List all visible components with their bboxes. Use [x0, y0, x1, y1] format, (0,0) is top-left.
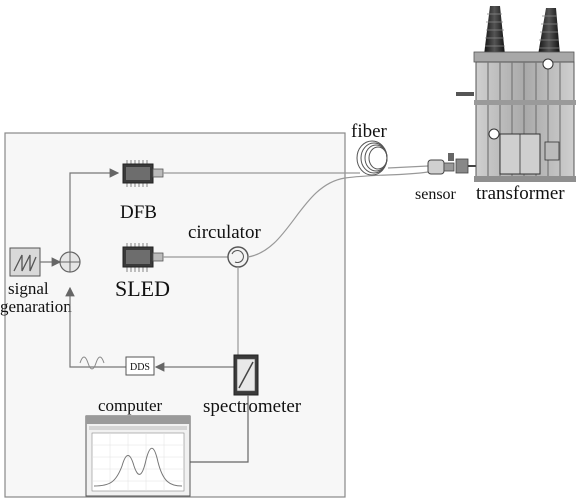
transformer-label: transformer	[476, 183, 565, 204]
fiber-label: fiber	[351, 121, 388, 142]
dds-to-adder-line	[65, 286, 128, 368]
adder-to-dfb-line	[69, 168, 120, 252]
computer-label: computer	[98, 396, 163, 415]
dfb-label: DFB	[120, 202, 157, 223]
sensor-device	[427, 153, 478, 175]
dds-box	[125, 356, 155, 376]
circulator-to-sensor-fiber	[247, 171, 429, 258]
circulator-device	[227, 246, 249, 268]
circulator-label: circulator	[188, 222, 261, 243]
spectrometer-device	[233, 354, 259, 396]
coil-to-sensor-fiber	[387, 165, 429, 169]
signal-generation-label-2: genaration	[0, 297, 72, 316]
signal-generation-label: signal	[8, 279, 49, 298]
sled-device	[122, 243, 164, 272]
spectrometer-label: spectrometer	[203, 396, 302, 417]
spectrometer-to-computer-line	[190, 395, 249, 463]
adder-junction	[59, 251, 81, 273]
fiber-coil	[356, 140, 388, 176]
computer-screen	[85, 415, 191, 497]
sensor-label: sensor	[415, 186, 457, 203]
dfb-laser-device	[122, 160, 164, 187]
sled-label: SLED	[115, 276, 170, 301]
sine-wave-icon	[79, 356, 105, 370]
dds-label: DDS	[130, 362, 150, 373]
signal-generator-block	[9, 247, 41, 277]
transformer-device	[456, 6, 576, 182]
